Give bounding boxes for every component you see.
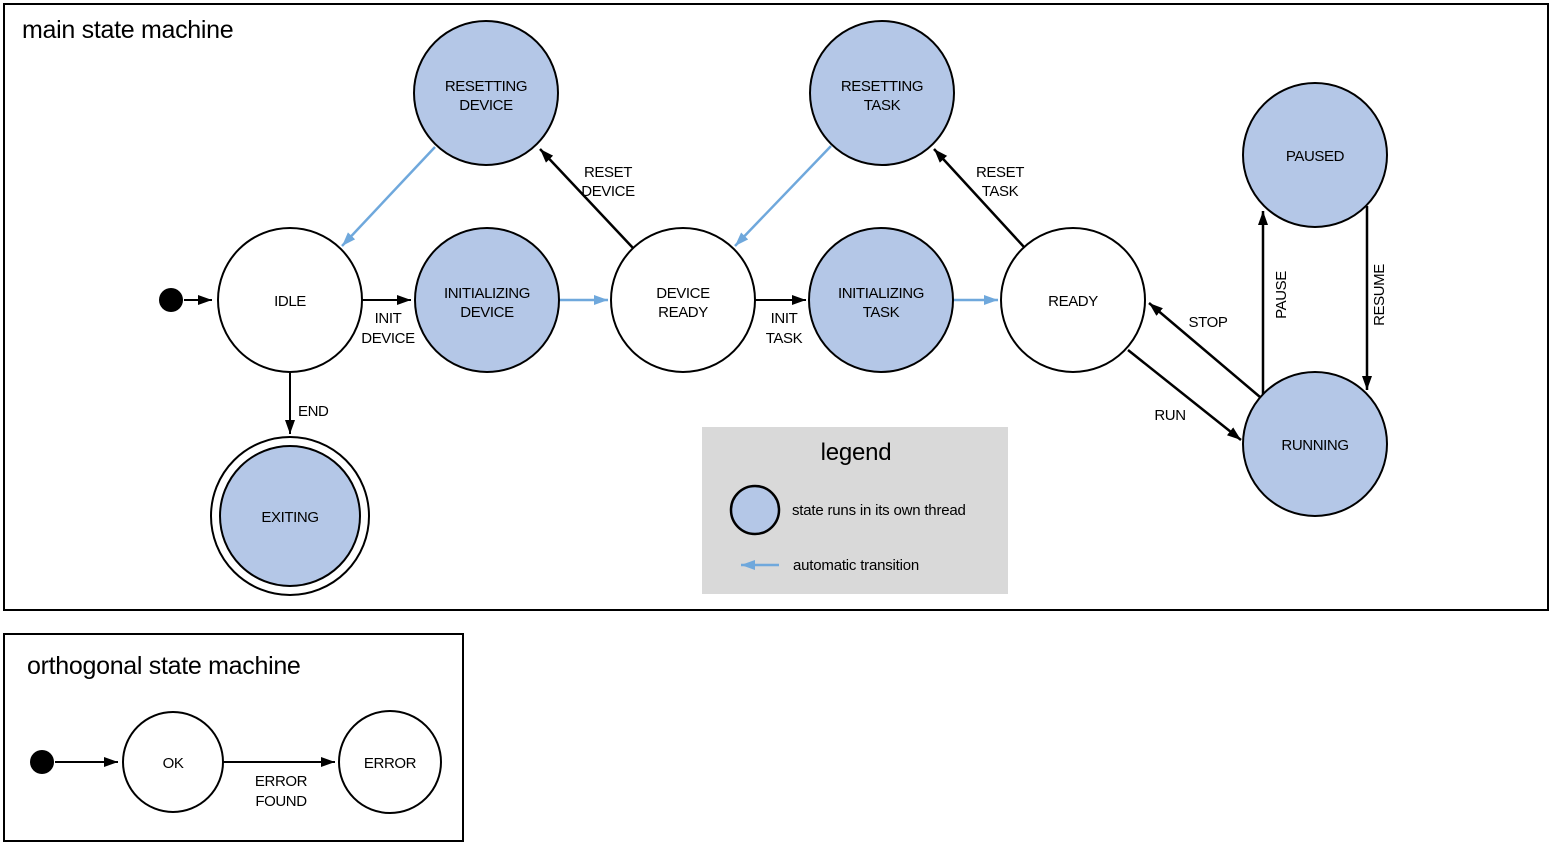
transition-run: RUN	[1127, 349, 1242, 441]
transition-auto-resetdev-idle-line	[341, 146, 436, 247]
state-idle-label: IDLE	[274, 293, 306, 310]
transition-reset-device-label: DEVICE	[581, 183, 635, 200]
transition-pause: PAUSE	[1258, 211, 1290, 394]
state-initializing-task-circle	[808, 227, 954, 373]
transition-init-device: INIT DEVICE	[361, 295, 416, 347]
state-initializing-task-label: INITIALIZING	[838, 285, 924, 302]
state-error-label: ERROR	[364, 755, 417, 772]
state-initializing-task-label: TASK	[863, 304, 900, 321]
transition-init-device-label: DEVICE	[361, 330, 415, 347]
state-exiting-label: EXITING	[261, 509, 318, 526]
state-resetting-task-circle	[809, 20, 955, 166]
legend-thread-state-icon	[729, 484, 781, 536]
transition-reset-device-line	[539, 148, 634, 249]
legend-panel: legend state runs in its own thread auto…	[702, 427, 1008, 594]
transition-run-label: RUN	[1154, 407, 1185, 424]
legend-thread-label: state runs in its own thread	[792, 502, 966, 519]
transition-init-task-label: INIT	[771, 310, 798, 327]
transition-end-label: END	[298, 403, 329, 420]
state-resetting-device: RESETTING DEVICE	[413, 20, 559, 166]
transition-init-device-label: INIT	[375, 310, 402, 327]
transition-reset-task-line	[933, 148, 1025, 248]
state-resetting-task-label: TASK	[864, 97, 901, 114]
state-running-circle	[1242, 371, 1388, 517]
state-exiting: EXITING	[210, 436, 370, 596]
state-ready-circle	[1000, 227, 1146, 373]
transition-auto-resettask-devready	[734, 145, 832, 247]
transition-error-found-label: ERROR	[255, 773, 308, 790]
transition-reset-device-label: RESET	[584, 164, 632, 181]
transition-init-task: INIT TASK	[755, 295, 806, 347]
state-initializing-device-label: INITIALIZING	[444, 285, 530, 302]
transition-error-found-label: FOUND	[255, 793, 307, 810]
state-ready: READY	[1000, 227, 1146, 373]
transition-reset-task-label: RESET	[976, 164, 1024, 181]
main-machine-title: main state machine	[22, 16, 233, 44]
transition-resume-label: RESUME	[1371, 264, 1388, 326]
state-idle: IDLE	[217, 227, 363, 373]
transition-auto-resetdev-idle	[341, 146, 436, 247]
state-resetting-device-label: DEVICE	[459, 97, 513, 114]
state-device-ready-label: READY	[658, 304, 708, 321]
state-running: RUNNING	[1242, 371, 1388, 517]
state-error-circle	[338, 710, 442, 814]
transition-stop-label: STOP	[1189, 314, 1228, 331]
initial-state-dot-main	[159, 288, 183, 312]
state-initializing-device-label: DEVICE	[460, 304, 514, 321]
transition-pause-label: PAUSE	[1273, 271, 1290, 319]
state-initializing-task: INITIALIZING TASK	[808, 227, 954, 373]
state-idle-circle	[217, 227, 363, 373]
transition-stop: STOP	[1148, 302, 1261, 398]
initial-state-dot-orthogonal	[30, 750, 54, 774]
state-paused: PAUSED	[1242, 82, 1388, 228]
state-paused-circle	[1242, 82, 1388, 228]
state-device-ready-label: DEVICE	[656, 285, 710, 302]
transition-stop-line	[1148, 302, 1261, 398]
legend-title: legend	[821, 439, 892, 466]
state-resetting-task-label: RESETTING	[841, 78, 923, 95]
transition-reset-task-label: TASK	[982, 183, 1019, 200]
transition-resume: RESUME	[1362, 206, 1388, 390]
state-ready-label: READY	[1048, 293, 1098, 310]
state-ok-circle	[122, 711, 224, 813]
transition-init-task-label: TASK	[766, 330, 803, 347]
transition-reset-device: RESET DEVICE	[539, 148, 636, 249]
transition-error-found: ERROR FOUND	[223, 757, 335, 810]
state-device-ready-circle	[610, 227, 756, 373]
state-exiting-circle	[219, 445, 361, 587]
state-initializing-device-circle	[414, 227, 560, 373]
state-resetting-device-circle	[413, 20, 559, 166]
orthogonal-machine-title: orthogonal state machine	[27, 652, 301, 680]
state-resetting-device-label: RESETTING	[445, 78, 527, 95]
state-paused-label: PAUSED	[1286, 148, 1345, 165]
state-error: ERROR	[338, 710, 442, 814]
state-resetting-task: RESETTING TASK	[809, 20, 955, 166]
state-device-ready: DEVICE READY	[610, 227, 756, 373]
state-ok: OK	[122, 711, 224, 813]
state-ok-label: OK	[163, 755, 184, 772]
state-initializing-device: INITIALIZING DEVICE	[414, 227, 560, 373]
transition-end: END	[285, 373, 329, 434]
legend-auto-label: automatic transition	[793, 557, 919, 574]
transition-auto-resettask-devready-line	[734, 145, 832, 247]
transition-run-line	[1127, 349, 1242, 441]
state-running-label: RUNNING	[1281, 437, 1348, 454]
transition-reset-task: RESET TASK	[933, 148, 1025, 248]
